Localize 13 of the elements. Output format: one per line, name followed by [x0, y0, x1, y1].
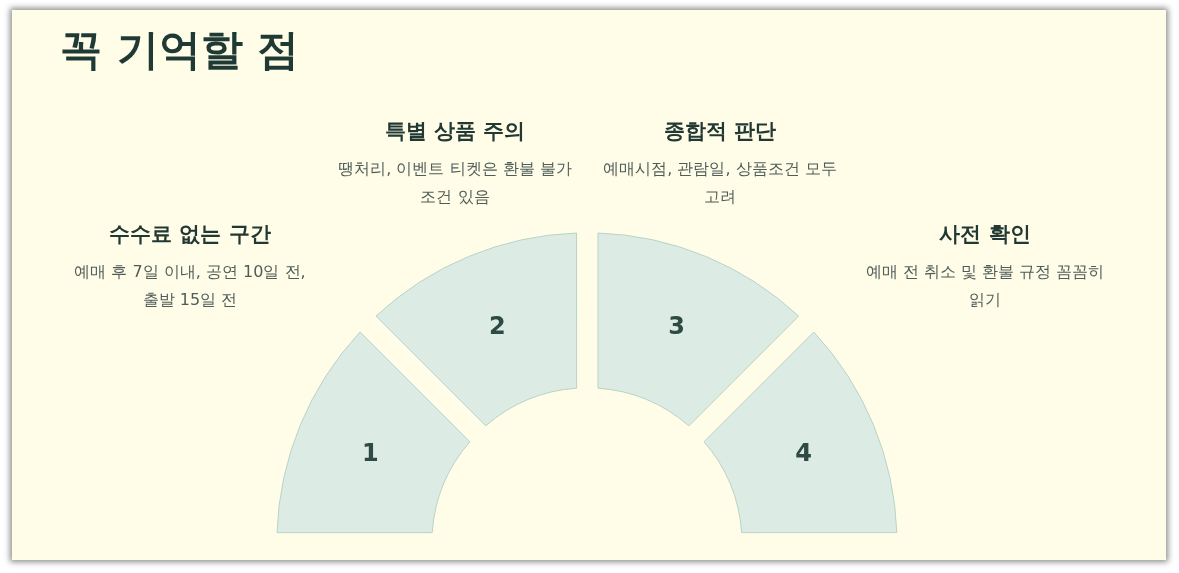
segment-shape: 4 — [702, 330, 898, 534]
description: 땡처리, 이벤트 티켓은 환불 불가 조건 있음 — [337, 158, 573, 208]
title: 꼭 기억할 점 — [60, 24, 300, 76]
description: 예매 전 취소 및 환불 규정 꼼꼼히 읽기 — [865, 261, 1105, 311]
description: 예매시점, 관람일, 상품조건 모두 고려 — [602, 158, 838, 208]
description: 예매 후 7일 이내, 공연 10일 전, 출발 15일 전 — [73, 261, 307, 311]
segment-shape: 1 — [276, 330, 471, 534]
heading: 특별 상품 주의 — [383, 118, 527, 145]
heading: 종합적 판단 — [662, 118, 778, 145]
segment-shape: 3 — [596, 232, 800, 427]
heading: 수수료 없는 구간 — [108, 221, 272, 248]
segment-shape: 2 — [374, 232, 578, 427]
heading: 사전 확인 — [938, 221, 1032, 248]
